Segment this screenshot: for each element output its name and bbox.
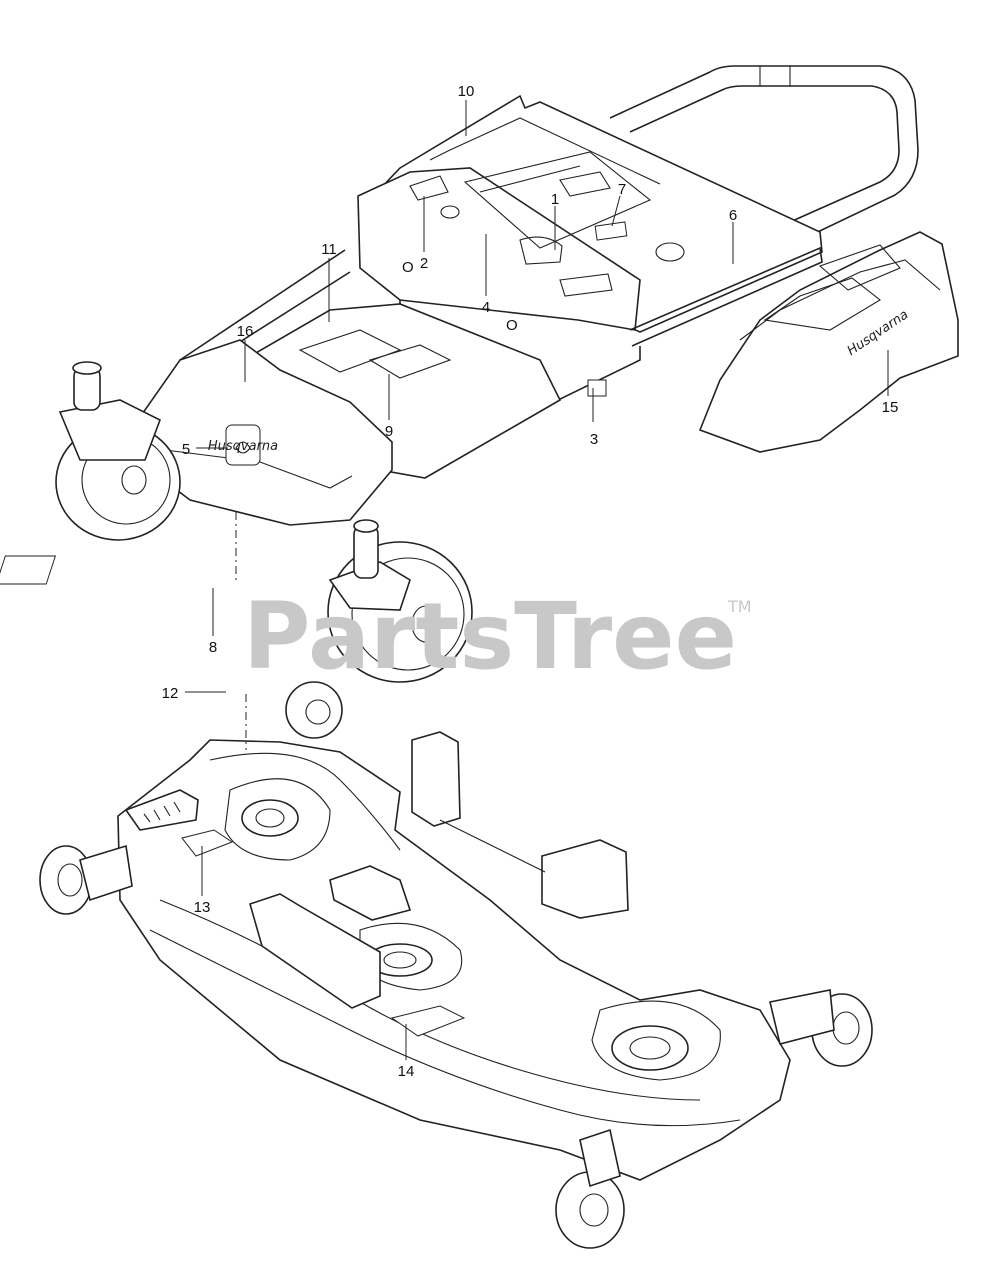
- marker-o-1: O: [402, 259, 414, 276]
- callout-1: 1: [551, 191, 559, 208]
- watermark-trademark: TM: [727, 597, 752, 616]
- callout-labels: 1 2 3 4 5 6 7 8 9 10 11 12 13 14 15 16: [162, 83, 899, 1080]
- callout-15: 15: [882, 399, 899, 416]
- brand-logo-text: Husqvarna: [208, 439, 278, 454]
- callout-11: 11: [321, 241, 337, 258]
- callout-12: 12: [162, 685, 179, 702]
- marker-o-2: O: [506, 317, 518, 334]
- callout-16: 16: [237, 323, 254, 340]
- decal-8: [0, 555, 57, 585]
- watermark-text: PartsTree: [243, 583, 737, 690]
- callout-10: 10: [458, 83, 475, 100]
- chassis-assembly: Husqvarna Husqvarna: [55, 65, 959, 683]
- callout-14: 14: [398, 1063, 415, 1080]
- leader-lines: [185, 100, 889, 1060]
- callout-3: 3: [590, 431, 598, 448]
- callout-2: 2: [420, 255, 428, 272]
- callout-5: 5: [182, 441, 190, 458]
- callout-6: 6: [729, 207, 737, 224]
- callout-8: 8: [209, 639, 217, 656]
- mower-deck-assembly: [39, 681, 873, 1249]
- callout-9: 9: [385, 423, 393, 440]
- callout-4: 4: [482, 299, 490, 316]
- callout-13: 13: [194, 899, 211, 916]
- callout-7: 7: [618, 181, 626, 198]
